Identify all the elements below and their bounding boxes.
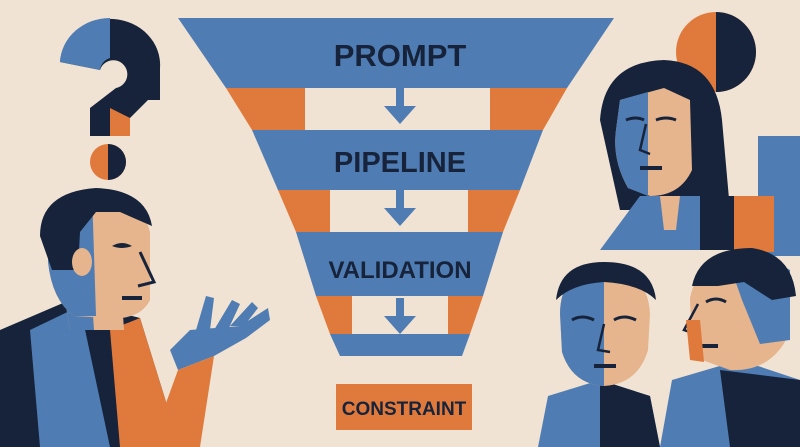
constraint-box — [336, 384, 472, 430]
front-person-portrait — [538, 262, 660, 447]
funnel-band-prompt — [178, 18, 614, 88]
funnel-band-pipeline — [252, 130, 543, 190]
stage-label-prompt: PROMPT — [334, 38, 467, 73]
down-arrow-icon — [384, 298, 416, 334]
question-mark-icon — [60, 17, 161, 180]
funnel-tip — [330, 334, 470, 356]
orange-block — [734, 196, 774, 252]
constraint-label: CONSTRAINT — [342, 399, 467, 420]
down-arrow-icon — [384, 190, 416, 226]
stage-label-pipeline: PIPELINE — [334, 147, 466, 179]
funnel-band-validation — [296, 232, 503, 296]
thinking-person — [0, 188, 270, 447]
stage-label-validation: VALIDATION — [328, 257, 471, 284]
down-arrow-icon — [384, 88, 416, 124]
profile-person-portrait — [660, 248, 800, 447]
funnel: PROMPT PIPELINE VALIDATION CONSTRAINT — [178, 18, 614, 430]
